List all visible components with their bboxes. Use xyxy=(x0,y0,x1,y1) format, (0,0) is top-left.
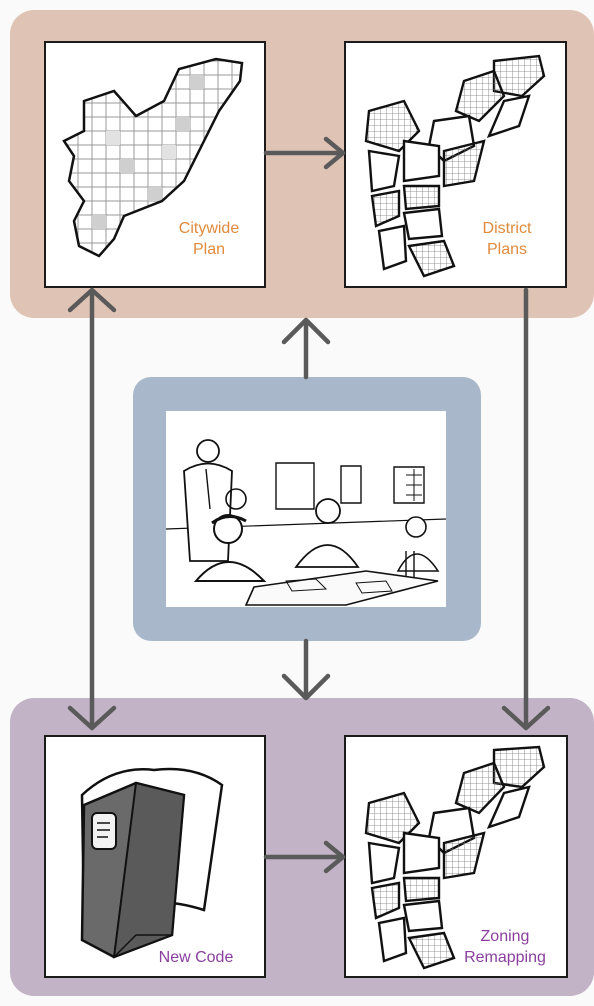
flow-arrows xyxy=(0,0,594,1006)
